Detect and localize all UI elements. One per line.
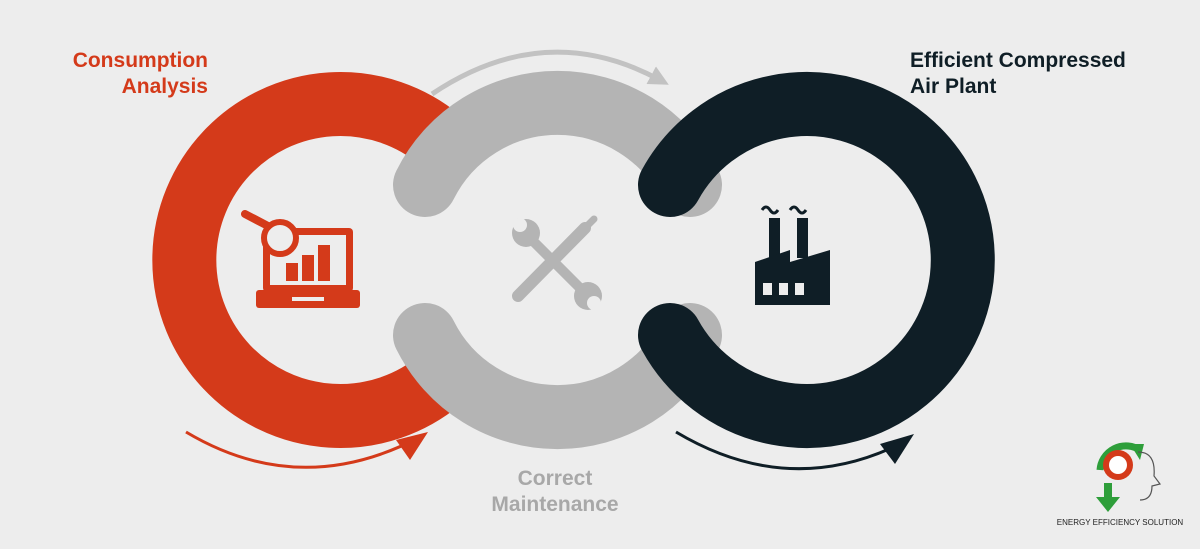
correct-maintenance-label: Correct Maintenance: [440, 466, 670, 518]
consumption-analysis-line-1: Consumption: [72, 49, 208, 72]
factory-icon: [755, 205, 830, 305]
bottom-right-arrowhead: [880, 434, 914, 464]
efficient-plant-line-1: Efficient Compressed: [910, 49, 1126, 72]
correct-maintenance-line-2: Maintenance: [491, 493, 619, 516]
bottom-left-flow-arrow: [185, 430, 421, 469]
bottom-right-flow-arrow: [675, 430, 905, 471]
efficient-plant-label: Efficient Compressed Air Plant: [910, 48, 1126, 100]
energy-efficiency-logo-icon: [1096, 442, 1162, 512]
correct-maintenance-line-1: Correct: [517, 467, 593, 490]
efficient-plant-line-2: Air Plant: [910, 75, 997, 98]
laptop-analysis-icon: [241, 210, 360, 308]
wrench-screwdriver-icon: [512, 215, 602, 310]
consumption-analysis-label: Consumption Analysis: [73, 48, 208, 100]
compressed-air-ring: [638, 72, 995, 448]
logo-caption: ENERGY EFFICIENCY SOLUTION: [1056, 518, 1184, 527]
bottom-left-arrowhead: [396, 432, 428, 460]
top-flow-arrow: [430, 49, 669, 97]
consumption-analysis-line-2: Analysis: [121, 75, 208, 98]
consumption-analysis-ring: [152, 72, 472, 448]
